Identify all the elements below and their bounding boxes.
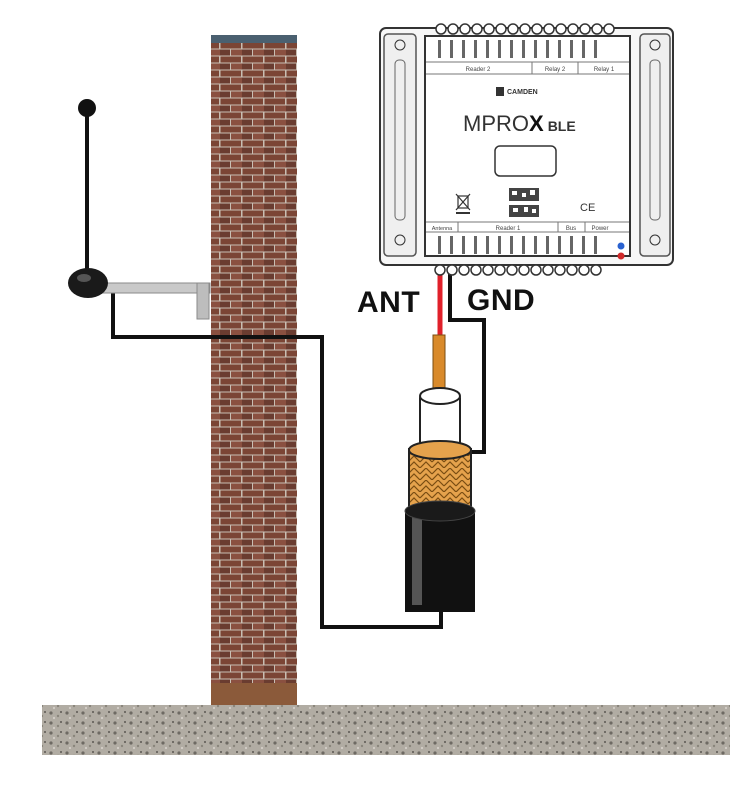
led-red (617, 252, 625, 260)
led-blue (617, 242, 625, 250)
antenna-bracket (99, 282, 211, 320)
antenna-cable-route (111, 270, 486, 629)
coax-cable-icon (404, 334, 476, 612)
model-prefix: MPRO (463, 111, 529, 136)
section-bus: Bus (566, 226, 576, 232)
model-suffix: BLE (548, 118, 576, 134)
bottom-terminals (434, 264, 602, 276)
section-antenna: Antenna (432, 226, 453, 232)
brick-wall (211, 35, 297, 705)
gnd-label: GND (467, 284, 536, 317)
brand-logo-mark (496, 87, 504, 96)
display-window (494, 145, 557, 177)
qr-code-icon (509, 188, 539, 217)
model-x: X (529, 111, 544, 136)
section-power: Power (591, 226, 608, 232)
ce-mark: CE (580, 202, 595, 214)
brand-name: CAMDEN (507, 89, 538, 96)
section-relay-2: Relay 2 (545, 67, 566, 73)
weee-bin-icon (455, 193, 471, 214)
antenna-icon (68, 99, 108, 298)
ground-gravel (42, 705, 730, 755)
section-reader-2: Reader 2 (466, 67, 491, 73)
section-relay-1: Relay 1 (594, 67, 615, 73)
ant-label: ANT (357, 286, 421, 319)
section-reader-1: Reader 1 (496, 226, 521, 232)
top-terminals (435, 23, 615, 35)
